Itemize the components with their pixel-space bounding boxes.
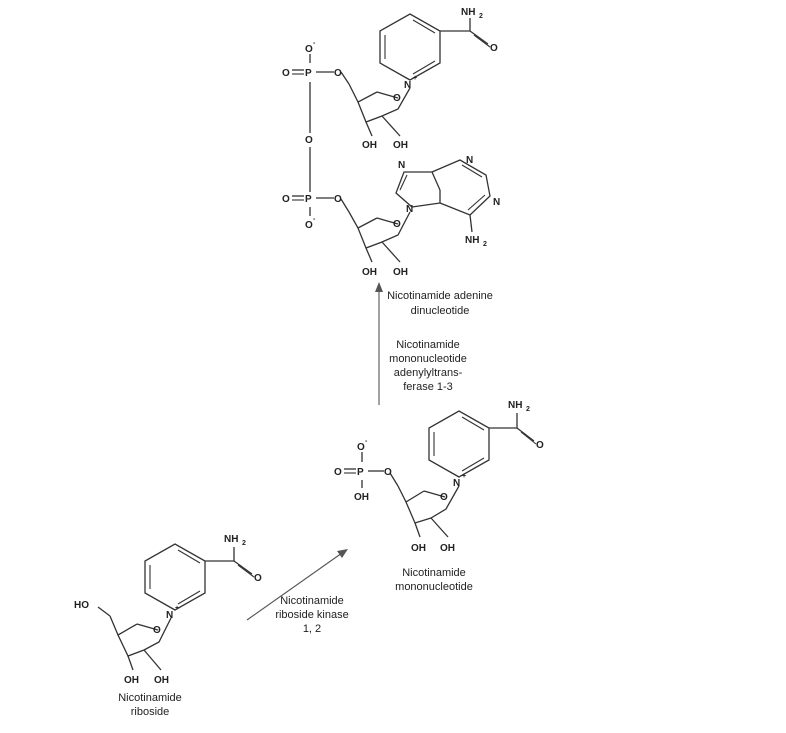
nad-phosphate-2 <box>292 195 334 216</box>
nad-p1-p: P <box>305 68 312 79</box>
nmn-label-line1: Nicotinamide <box>402 567 466 579</box>
nr-structure: NH 2 O N + O HO OH OH <box>74 534 262 686</box>
nr-ring-n: N <box>166 610 173 621</box>
nmn-amide-nh-sub: 2 <box>526 406 530 413</box>
nad-adenine <box>395 159 491 233</box>
nad-bridge-o: O <box>305 135 313 146</box>
nad-p1-minus: - <box>313 40 316 47</box>
nad-p1-o-double: O <box>282 68 290 79</box>
nr-nicotinamide-ring <box>144 543 255 611</box>
nad-ribose-2-oh-b: OH <box>393 267 408 278</box>
nr-amide-o: O <box>254 573 262 584</box>
nmn-structure: NH 2 O N + O OH OH O - O P O OH <box>334 400 544 554</box>
nmn-ring-n-charge: + <box>462 473 466 480</box>
nr-ribose-oh-b: OH <box>154 675 169 686</box>
nad-ring-n-charge: + <box>413 75 417 82</box>
nad-p1-o-ester: O <box>334 68 342 79</box>
nr-ribose-o: O <box>153 625 161 636</box>
nmn-p-minus: - <box>365 438 368 445</box>
enzyme-nmnat-line2: mononucleotide <box>389 353 467 365</box>
nad-adenine-n7: N <box>398 160 405 171</box>
nmn-phosphate <box>344 452 384 488</box>
nad-label-line2: dinucleotide <box>411 305 470 317</box>
nad-adenine-n1: N <box>466 155 473 166</box>
nr-ring-n-charge: + <box>175 605 179 612</box>
nmn-ribose-o: O <box>440 492 448 503</box>
nmn-p-o-ester: O <box>384 467 392 478</box>
nad-p2-minus: - <box>313 216 316 223</box>
nad-ribose-1-oh-b: OH <box>393 140 408 151</box>
nad-label-line1: Nicotinamide adenine <box>387 290 493 302</box>
nmn-label-line2: mononucleotide <box>395 581 473 593</box>
enzyme-nrk-line1: Nicotinamide <box>280 595 344 607</box>
nr-ribose-oh-a: OH <box>124 675 139 686</box>
nr-label-line2: riboside <box>131 706 170 718</box>
enzyme-nmnat-line1: Nicotinamide <box>396 339 460 351</box>
nad-phosphate-1 <box>292 54 334 133</box>
nad-p2-o-minus: O <box>305 220 313 231</box>
nad-p2-o-ester: O <box>334 194 342 205</box>
nmn-ribose-oh-b: OH <box>440 543 455 554</box>
nmn-nicotinamide-ring <box>428 410 537 478</box>
nad-ribose-1 <box>340 71 411 137</box>
nr-label-line1: Nicotinamide <box>118 692 182 704</box>
nad-adenine-n3: N <box>493 197 500 208</box>
nr-ribose <box>97 606 172 671</box>
nmn-amide-nh: NH <box>508 400 522 411</box>
nmn-p-o-minus: O <box>357 442 365 453</box>
enzyme-nmnat-line3: adenylyltrans- <box>394 367 463 379</box>
nmn-ribose-oh-a: OH <box>411 543 426 554</box>
nad-amide-o: O <box>490 43 498 54</box>
nad-p2-o-double: O <box>282 194 290 205</box>
nmn-p-o-double: O <box>334 467 342 478</box>
nad-p2-p: P <box>305 194 312 205</box>
nr-ribose-ho: HO <box>74 600 89 611</box>
nmn-ring-n: N <box>453 478 460 489</box>
nad-adenine-nh: NH <box>465 235 479 246</box>
nad-adenine-nh-sub: 2 <box>483 241 487 248</box>
nad-ribose-1-oh-a: OH <box>362 140 377 151</box>
nr-amide-nh-sub: 2 <box>242 540 246 547</box>
nad-ribose-2-o: O <box>393 219 401 230</box>
arrow-nr-to-nmn <box>246 549 348 621</box>
nad-adenine-n9: N <box>406 204 413 215</box>
nad-nicotinamide-ring <box>379 13 491 81</box>
nad-amide-nh-sub: 2 <box>479 13 483 20</box>
nmn-amide-o: O <box>536 440 544 451</box>
nr-amide-nh: NH <box>224 534 238 545</box>
nad-ribose-2-oh-a: OH <box>362 267 377 278</box>
nad-ring-n: N <box>404 80 411 91</box>
enzyme-nrk-line3: 1, 2 <box>303 623 321 635</box>
nad-ribose-2 <box>340 198 411 263</box>
arrow-nmn-to-nad <box>375 282 383 405</box>
nad-p1-o-minus: O <box>305 44 313 55</box>
nad-amide-nh: NH <box>461 7 475 18</box>
nmn-p-p: P <box>357 467 364 478</box>
enzyme-nrk-line2: riboside kinase <box>275 609 348 621</box>
nad-ribose-1-o: O <box>393 93 401 104</box>
nad-structure: NH 2 O N + O OH OH O - O P O O <box>282 7 500 278</box>
nmn-ribose <box>389 472 460 538</box>
nmn-p-oh: OH <box>354 492 369 503</box>
enzyme-nmnat-line4: ferase 1-3 <box>403 381 453 393</box>
